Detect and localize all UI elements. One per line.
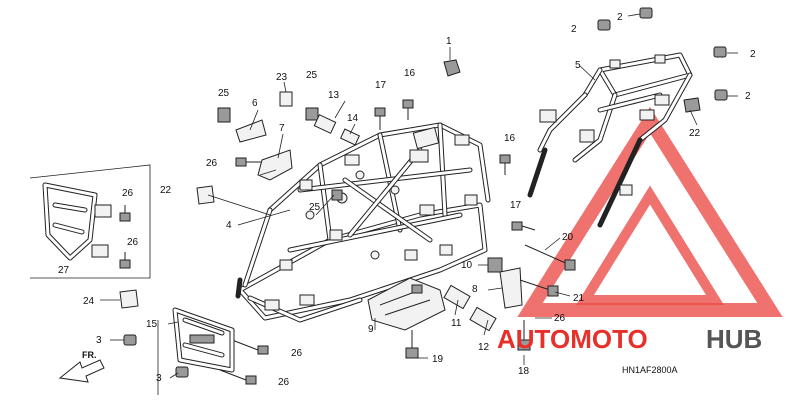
- callout-25a: 25: [218, 88, 230, 99]
- part-27-box: [29, 164, 151, 279]
- part-9-skid-plate: [367, 277, 446, 331]
- part-26-bolt-e: [231, 339, 269, 355]
- part-22-clamp-left: [196, 185, 215, 205]
- callout-26d: 26: [554, 313, 566, 324]
- part-20-bolt: [524, 244, 576, 271]
- callout-26f: 26: [278, 377, 290, 388]
- part-21-bolt: [519, 279, 559, 297]
- callouts: 1 2 2 2 2 3 3 4 5 6 7 8 9 10 11 12 13 14…: [58, 12, 756, 388]
- part-7-bracket: [257, 149, 293, 181]
- callout-23: 23: [276, 72, 288, 83]
- callout-26c: 26: [127, 237, 139, 248]
- callout-25b: 25: [306, 70, 318, 81]
- callout-1: 1: [446, 36, 452, 47]
- callout-7: 7: [279, 123, 285, 134]
- part-2-nut-c: [713, 46, 727, 58]
- front-direction-arrow: FR.: [58, 350, 105, 383]
- part-2-nut-a: [597, 19, 611, 31]
- callout-2a: 2: [571, 24, 577, 35]
- callout-3a: 3: [96, 335, 102, 346]
- part-19-bolt: [405, 330, 419, 359]
- part-6-bracket: [235, 119, 267, 143]
- part-2-nut-d: [714, 89, 728, 101]
- diagram-code: HN1AF2800A: [622, 365, 678, 375]
- watermark-text: AUTOMOTO HUB: [497, 324, 762, 354]
- watermark-text-left: AUTOMOTO: [497, 324, 648, 354]
- part-23-bracket: [279, 91, 293, 107]
- callout-6: 6: [252, 98, 258, 109]
- part-12-collar: [469, 306, 497, 332]
- callout-12: 12: [478, 342, 490, 353]
- part-26-bolt-b: [119, 205, 131, 222]
- part-13-pipe: [313, 114, 337, 134]
- callout-24: 24: [83, 296, 95, 307]
- part-24-clamp: [119, 289, 139, 309]
- callout-8: 8: [472, 284, 478, 295]
- callout-20: 20: [562, 232, 574, 243]
- callout-17a: 17: [375, 80, 387, 91]
- part-15-front-guard: [172, 307, 235, 373]
- leader-lines: [100, 13, 738, 379]
- callout-18: 18: [518, 366, 530, 377]
- callout-2c: 2: [750, 49, 756, 60]
- callout-26b: 26: [122, 188, 134, 199]
- part-17-bolt-b: [511, 221, 536, 231]
- callout-9: 9: [368, 324, 374, 335]
- part-26-bolt-f: [219, 369, 257, 385]
- part-25-collar-c: [331, 189, 343, 201]
- callout-27: 27: [58, 265, 70, 276]
- callout-17b: 17: [510, 200, 522, 211]
- callout-2d: 2: [745, 91, 751, 102]
- part-26-bolt-c: [119, 252, 131, 269]
- part-2-nut-b: [639, 7, 653, 19]
- rear-subframe: [527, 52, 693, 228]
- part-25-collar-b: [305, 107, 319, 121]
- callout-26a: 26: [206, 158, 218, 169]
- callout-19: 19: [432, 354, 444, 365]
- part-25-collar-a: [217, 107, 231, 123]
- main-frame: [235, 122, 491, 323]
- part-22-clamp-right: [683, 97, 701, 113]
- watermark-text-right: HUB: [706, 324, 762, 354]
- callout-3b: 3: [156, 373, 162, 384]
- part-26-bolt-a: [235, 157, 262, 167]
- callout-21: 21: [573, 293, 585, 304]
- callout-5: 5: [575, 60, 581, 71]
- callout-22b: 22: [689, 128, 701, 139]
- callout-15: 15: [146, 319, 158, 330]
- part-3-nut-a: [123, 334, 137, 346]
- part-11-collar: [443, 284, 471, 310]
- callout-10: 10: [461, 260, 473, 271]
- callout-13: 13: [328, 90, 340, 101]
- part-18-bolt: [517, 320, 531, 351]
- watermark-logo: [517, 106, 783, 317]
- part-16-bolt-b: [499, 154, 511, 175]
- callout-22a: 22: [160, 185, 172, 196]
- callout-2b: 2: [617, 12, 623, 23]
- part-16-bolt-a: [402, 99, 414, 120]
- part-1-clip: [443, 59, 461, 77]
- callout-16b: 16: [504, 133, 516, 144]
- direction-label: FR.: [82, 350, 97, 360]
- part-3-nut-b: [175, 366, 189, 378]
- callout-14: 14: [347, 113, 359, 124]
- callout-16a: 16: [404, 68, 416, 79]
- callout-26e: 26: [291, 348, 303, 359]
- part-17-bolt-a: [374, 107, 386, 130]
- callout-4: 4: [226, 220, 232, 231]
- callout-25c: 25: [309, 202, 321, 213]
- part-27-guard: [42, 182, 112, 261]
- callout-11: 11: [451, 318, 462, 329]
- part-8-bracket: [499, 267, 523, 309]
- part-10-bushing: [487, 257, 503, 273]
- part-14-pipe: [339, 128, 361, 146]
